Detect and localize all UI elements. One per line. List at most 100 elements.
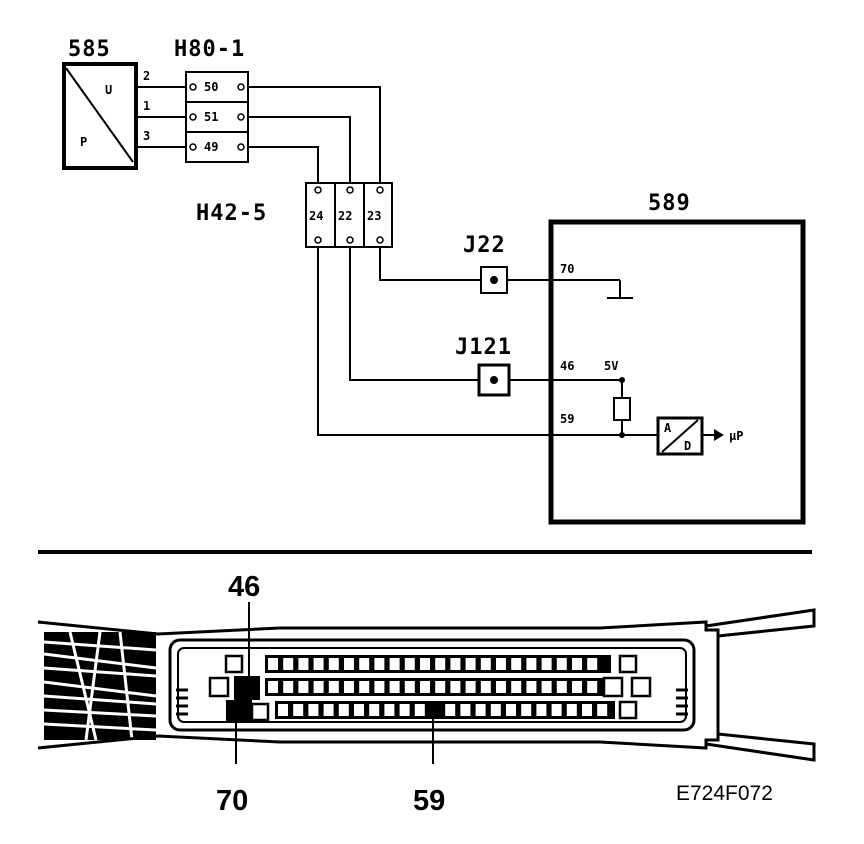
j121-label: J121 <box>455 335 512 360</box>
pin-cell <box>496 658 506 670</box>
h42-id-label: H42-5 <box>196 201 267 226</box>
pin-cell <box>556 658 567 670</box>
ground-circuit: 70 <box>379 247 633 299</box>
pin-cell <box>450 681 461 693</box>
pin-cell <box>480 658 491 670</box>
pin-cell <box>572 681 582 693</box>
sensor-id-label: 585 <box>68 37 111 62</box>
pin-cell <box>460 704 471 716</box>
pin-cell <box>556 681 567 693</box>
pin-cell <box>450 658 461 670</box>
pin-cell <box>465 658 476 670</box>
pin-cell <box>328 658 339 670</box>
pin-cell <box>496 681 506 693</box>
wire-harness-icon <box>43 631 157 741</box>
pin-cell <box>526 658 537 670</box>
pin-cell <box>283 681 294 693</box>
h42-pin-24: 24 <box>309 209 323 223</box>
pin-cell <box>420 658 430 670</box>
pin-cell <box>465 681 476 693</box>
pin-cell <box>268 658 278 670</box>
pin-cell <box>435 658 446 670</box>
pin-cell <box>389 681 400 693</box>
pin-cell <box>511 681 522 693</box>
pin-cell <box>475 704 486 716</box>
h80-pin-50: 50 <box>204 80 218 94</box>
pin-cell <box>541 658 552 670</box>
pin-cell <box>278 704 288 716</box>
supply-voltage-label: 5V <box>604 359 618 373</box>
pin-cell <box>293 704 304 716</box>
pin-cell <box>298 681 309 693</box>
junction-j22: J22 <box>463 233 508 294</box>
connector-h42-5: H42-5 24 22 23 <box>196 182 393 248</box>
h80-pin-51: 51 <box>204 110 218 124</box>
pin-cell <box>521 704 532 716</box>
callout-46: 46 <box>228 571 260 603</box>
pin-cell <box>374 681 385 693</box>
pin-cell <box>404 658 415 670</box>
wires-sensor-to-h80: 2 1 3 <box>136 69 186 148</box>
adc-a-label: A <box>664 421 672 435</box>
pin-cell <box>344 681 354 693</box>
pin-cell <box>354 704 364 716</box>
output-arrow-icon <box>714 429 724 441</box>
ecu-pin-46: 46 <box>560 359 574 373</box>
pin-cell <box>480 681 491 693</box>
connector-h80-1: H80-1 50 51 49 <box>174 37 249 163</box>
junction-j121: J121 <box>455 335 512 397</box>
pin-cell <box>268 681 278 693</box>
j22-label: J22 <box>463 233 506 258</box>
highlight-pin-70 <box>226 700 252 722</box>
pin-cell <box>566 704 577 716</box>
figure-code: E724F072 <box>676 782 773 805</box>
pin-cell <box>323 704 334 716</box>
ecu-pin-59: 59 <box>560 412 574 426</box>
pin-cell <box>344 658 354 670</box>
pin-cell <box>511 658 522 670</box>
pin-cell <box>313 681 324 693</box>
pin-cell <box>587 658 598 670</box>
microprocessor-label: μP <box>729 429 743 443</box>
pin-cell <box>384 704 395 716</box>
ecu-id-label: 589 <box>648 191 691 216</box>
pin-cell <box>369 704 380 716</box>
pin-cell <box>313 658 324 670</box>
connector-pin-rows <box>265 655 615 719</box>
pin-cell <box>587 681 598 693</box>
callout-70: 70 <box>216 785 248 817</box>
pin-cell <box>308 704 319 716</box>
pin-cell <box>506 704 516 716</box>
ecu-589: 589 <box>548 191 806 525</box>
pin-cell <box>572 658 582 670</box>
pin-cell <box>536 704 547 716</box>
h42-pin-23: 23 <box>367 209 381 223</box>
pin-cell <box>490 704 501 716</box>
pin-cell <box>414 704 425 716</box>
wires-h80-to-h42 <box>248 86 381 183</box>
callout-59: 59 <box>413 785 445 817</box>
sensor-p-label: P <box>80 135 87 149</box>
h80-id-label: H80-1 <box>174 37 245 62</box>
highlight-pin-59 <box>426 704 440 718</box>
h80-pin-49: 49 <box>204 140 218 154</box>
pin-cell <box>597 704 608 716</box>
signal-circuit: 59 <box>317 247 658 436</box>
pin-cell <box>374 658 385 670</box>
pin-cell <box>298 658 309 670</box>
highlight-pin-46 <box>234 676 260 700</box>
ad-converter: A D μP <box>656 416 743 456</box>
pin-cell <box>541 681 552 693</box>
supply-circuit: 46 5V <box>349 247 631 438</box>
sensor-u-label: U <box>105 83 112 97</box>
wire-number-2: 2 <box>143 69 150 83</box>
pin-cell <box>328 681 339 693</box>
adc-d-label: D <box>684 439 691 453</box>
sensor-585: 585 U P <box>62 37 138 170</box>
ecu-pin-70: 70 <box>560 262 574 276</box>
pin-cell <box>283 658 294 670</box>
ecu-connector-view: 46 70 59 <box>37 571 816 817</box>
pin-cell <box>526 681 537 693</box>
h42-pin-22: 22 <box>338 209 352 223</box>
pin-cell <box>359 658 370 670</box>
